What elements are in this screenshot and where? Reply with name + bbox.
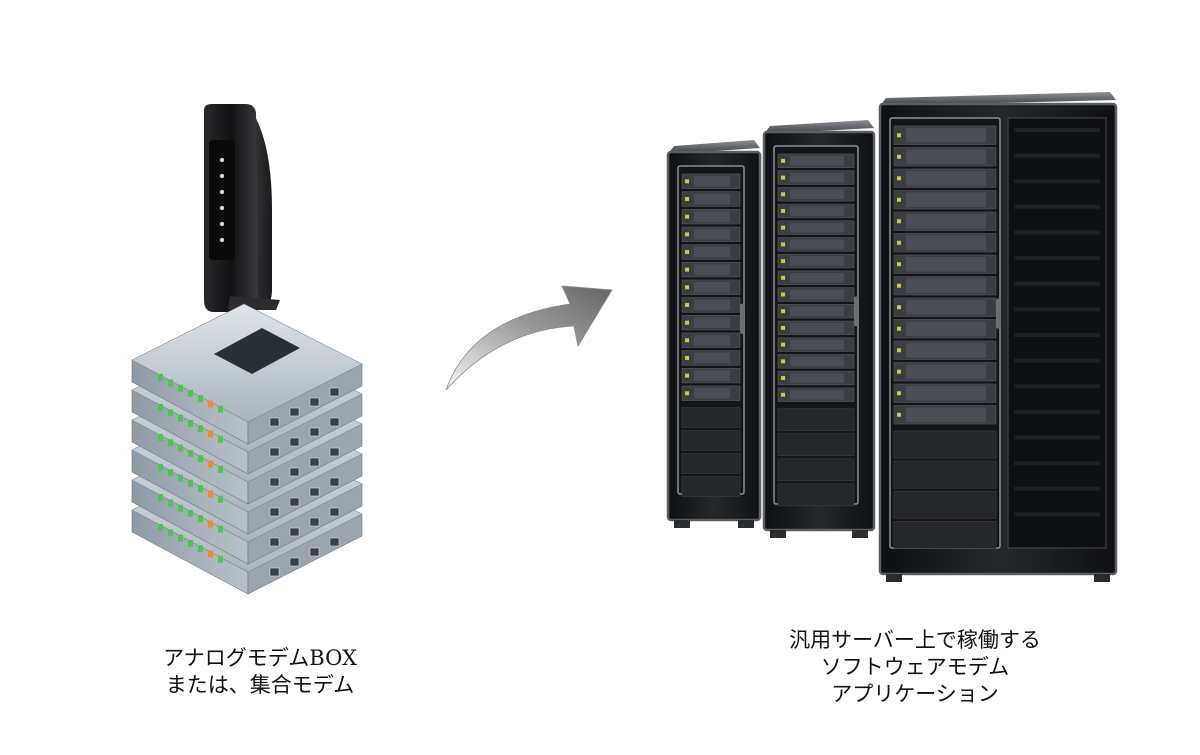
- stacked-modem-units-icon: [132, 304, 362, 594]
- left-caption: アナログモデムBOX または、集合モデム: [100, 645, 420, 699]
- right-caption-line-1: 汎用サーバー上で稼働する: [735, 627, 1095, 654]
- right-caption-line-3: アプリケーション: [735, 681, 1095, 708]
- desktop-modem-icon: [204, 104, 280, 312]
- left-caption-line-2: または、集合モデム: [100, 672, 420, 699]
- right-caption-line-2: ソフトウェアモデム: [735, 654, 1095, 681]
- left-caption-line-1: アナログモデムBOX: [100, 645, 420, 672]
- right-caption: 汎用サーバー上で稼働する ソフトウェアモデム アプリケーション: [735, 627, 1095, 708]
- curved-arrow-icon: [446, 286, 612, 390]
- server-racks-icon: [668, 92, 1116, 582]
